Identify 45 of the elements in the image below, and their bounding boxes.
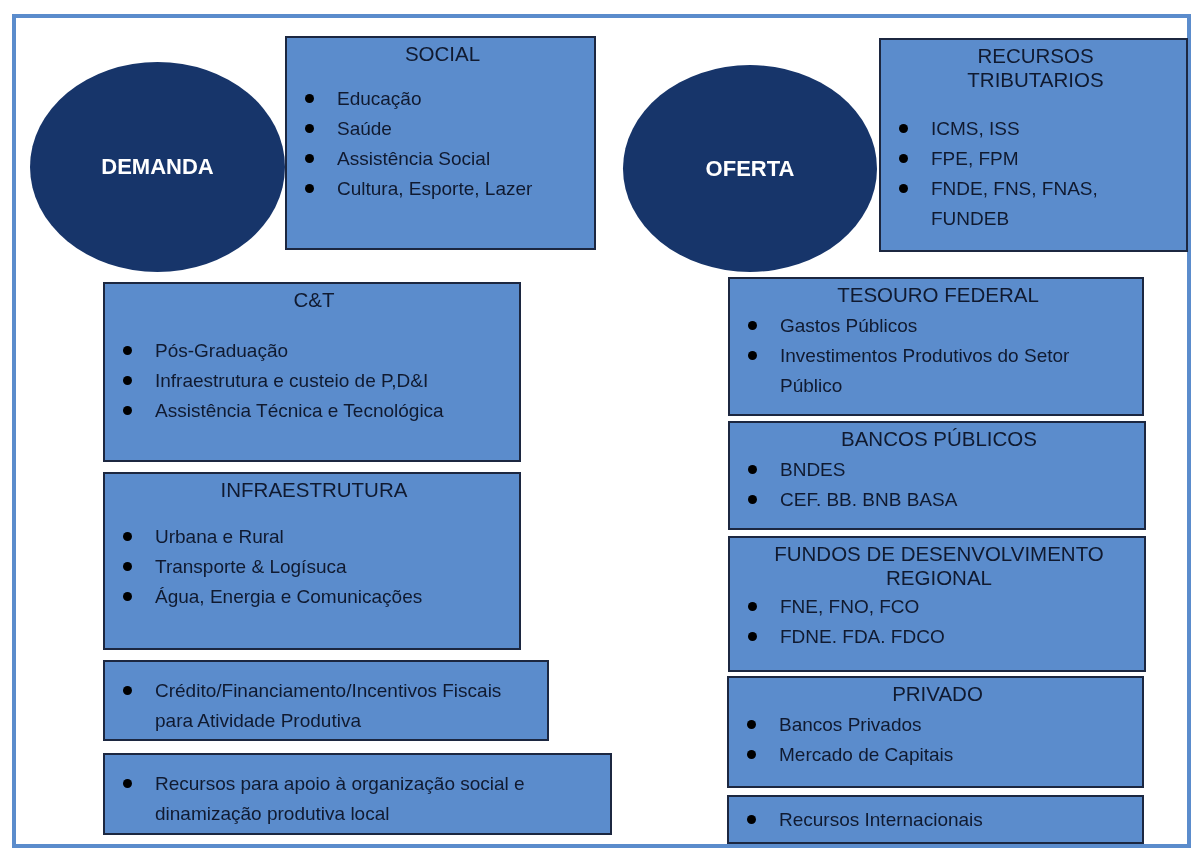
list-item: FNDE, FNS, FNAS, FUNDEB [931, 178, 1098, 229]
list-item: Cultura, Esporte, Lazer [337, 178, 533, 199]
box-heading: FUNDOS DE DESENVOLVIMENTO REGIONAL [773, 542, 1105, 590]
category-box [728, 536, 1146, 672]
category-box [879, 38, 1188, 252]
box-heading: SOCIAL [403, 42, 482, 66]
list-item: Saúde [337, 118, 392, 139]
category-box [103, 472, 521, 650]
category-box [728, 421, 1146, 530]
ellipse-label: OFERTA [705, 155, 795, 182]
list-item: CEF. BB. BNB BASA [780, 489, 958, 510]
list-item: FNE, FNO, FCO [780, 596, 920, 617]
list-item: ICMS, ISS [931, 118, 1020, 139]
list-item: Recursos Internacionais [779, 809, 983, 830]
list-item: Educação [337, 88, 422, 109]
list-item: FPE, FPM [931, 148, 1019, 169]
box-heading: BANCOS PÚBLICOS [840, 427, 1038, 451]
list-item: Crédito/Financiamento/Incentivos Fiscais para Atividade Produtiva [155, 680, 502, 731]
category-box [103, 660, 549, 741]
category-box [727, 676, 1144, 788]
list-item: BNDES [780, 459, 846, 480]
category-box [103, 282, 521, 462]
list-item: Mercado de Capitais [779, 744, 954, 765]
box-heading: C&T [292, 288, 336, 312]
list-item: Transporte & Logísuca [155, 556, 347, 577]
list-item: Investimentos Produtivos do Setor Público [780, 345, 1070, 396]
list-item: FDNE. FDA. FDCO [780, 626, 945, 647]
list-item: Água, Energia e Comunicações [155, 586, 423, 607]
list-item: Infraestrutura e custeio de P,D&I [155, 370, 429, 391]
category-box [727, 795, 1144, 844]
list-item: Gastos Públicos [780, 315, 918, 336]
category-box [728, 277, 1144, 416]
list-item: Assistência Técnica e Tecnológica [155, 400, 444, 421]
box-heading: TESOURO FEDERAL [836, 283, 1040, 307]
list-item: Recursos para apoio à organização social e dinamização produtiva local [155, 773, 525, 824]
list-item: Urbana e Rural [155, 526, 284, 547]
category-box [285, 36, 596, 250]
list-item: Bancos Privados [779, 714, 922, 735]
box-heading: PRIVADO [891, 682, 984, 706]
list-item: Assistência Social [337, 148, 491, 169]
list-item: Pós-Graduação [155, 340, 289, 361]
ellipse-label: DEMANDA [101, 154, 214, 180]
box-heading: RECURSOS TRIBUTARIOS [966, 44, 1105, 92]
category-box [103, 753, 612, 835]
box-heading: INFRAESTRUTURA [219, 478, 409, 502]
